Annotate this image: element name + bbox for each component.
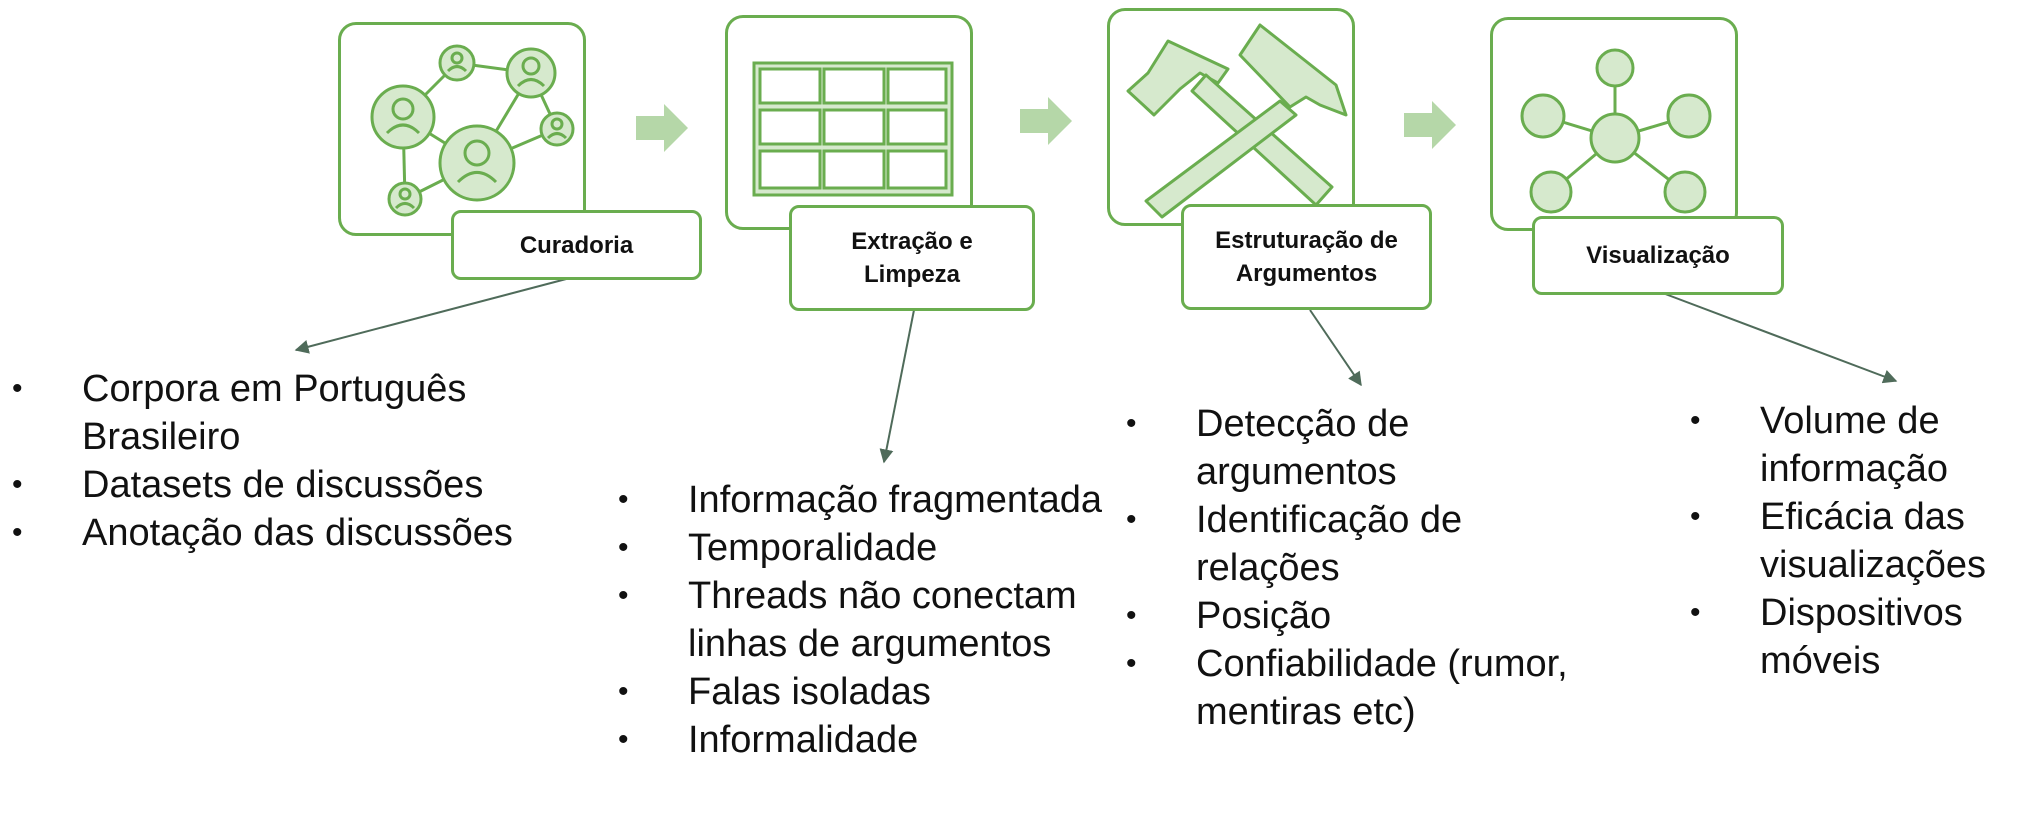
stage-label-extracao: Extração e Limpeza — [789, 205, 1035, 311]
list-item: Eficácia das visualizações — [1690, 493, 2020, 589]
list-item: Corpora em Português Brasileiro — [12, 365, 572, 461]
list-extracao: Informação fragmentada Temporalidade Thr… — [618, 476, 1138, 764]
list-item: Volume de informação — [1690, 397, 2020, 493]
flow-arrow-3 — [1404, 101, 1456, 149]
flow-arrow-2 — [1020, 97, 1072, 145]
stage-label-curadoria: Curadoria — [451, 210, 702, 280]
stage-label-estruturacao: Estruturação de Argumentos — [1181, 204, 1432, 310]
icon-box-extracao — [725, 15, 973, 230]
stage-label-visualizacao: Visualização — [1532, 216, 1784, 295]
connector-extracao — [879, 309, 915, 464]
connector-estruturacao — [1309, 309, 1362, 387]
hub-network-icon — [1520, 48, 1712, 214]
list-item: Datasets de discussões — [12, 461, 572, 509]
list-visualizacao: Volume de informação Eficácia das visual… — [1690, 397, 2020, 685]
list-item: Detecção de argumentos — [1126, 400, 1606, 496]
connector-curadoria — [294, 277, 571, 354]
connector-visualizacao — [1659, 291, 1898, 384]
list-item: Falas isoladas — [618, 668, 1138, 716]
icon-box-curadoria — [338, 22, 586, 236]
list-item: Informação fragmentada — [618, 476, 1138, 524]
icon-box-visualizacao — [1490, 17, 1738, 231]
list-curadoria: Corpora em Português Brasileiro Datasets… — [12, 365, 572, 557]
list-item: Dispositivos móveis — [1690, 589, 2020, 685]
list-item: Identificação de relações — [1126, 496, 1606, 592]
list-item: Threads não conectam linhas de argumento… — [618, 572, 1138, 668]
list-item: Informalidade — [618, 716, 1138, 764]
list-item: Confiabilidade (rumor, mentiras etc) — [1126, 640, 1606, 736]
network-people-icon — [370, 44, 575, 217]
list-item: Posição — [1126, 592, 1606, 640]
list-item: Anotação das discussões — [12, 509, 572, 557]
list-item: Temporalidade — [618, 524, 1138, 572]
flow-arrow-1 — [636, 104, 688, 152]
list-estruturacao: Detecção de argumentos Identificação de … — [1126, 400, 1606, 736]
hammers-icon — [1126, 23, 1348, 219]
table-grid-icon — [752, 61, 954, 197]
icon-box-estruturacao — [1107, 8, 1355, 226]
